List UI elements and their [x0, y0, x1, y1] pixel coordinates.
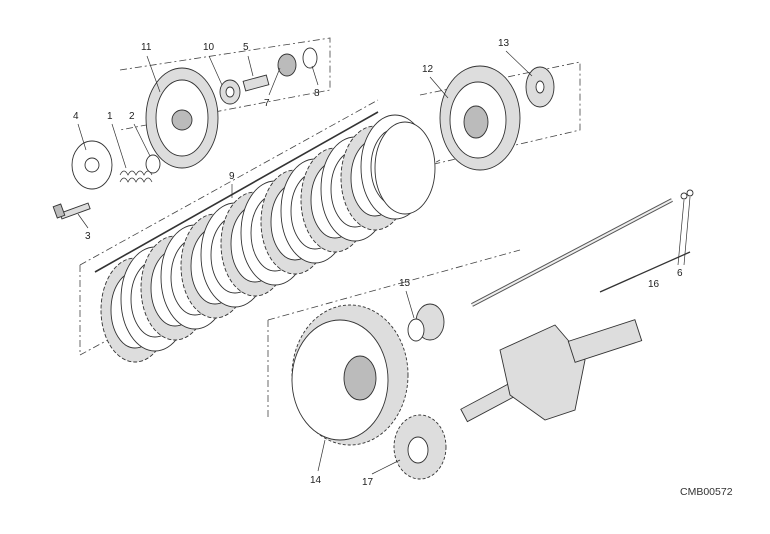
- part-ring-2: [145, 154, 161, 174]
- part-nut-7: [277, 53, 297, 77]
- callout-15: 15: [399, 278, 411, 289]
- spring-ring: [374, 121, 436, 215]
- callout-14: 14: [310, 475, 322, 486]
- part-pressure-plate-11: [145, 67, 219, 169]
- callout-1: 1: [107, 111, 113, 122]
- group-frame-housing: [267, 249, 521, 420]
- callout-11: 11: [141, 42, 152, 53]
- part-ball-6a: [680, 192, 688, 200]
- part-crankshaft: [460, 319, 643, 423]
- callout-6: 6: [677, 268, 683, 279]
- part-cover-4: [71, 140, 113, 190]
- callout-17: 17: [362, 477, 374, 488]
- part-ball-6b: [686, 189, 694, 197]
- callout-3: 3: [85, 231, 91, 242]
- part-bolt-3: [52, 202, 91, 220]
- part-pushrod-5: [242, 74, 270, 92]
- callout-9: 9: [229, 171, 235, 182]
- callout-8: 8: [314, 88, 320, 99]
- group-frame-upper: [119, 37, 331, 131]
- callout-7: 7: [264, 98, 270, 109]
- part-washer-8: [302, 47, 318, 69]
- callout-13: 13: [498, 38, 510, 49]
- callout-12: 12: [422, 64, 434, 75]
- part-bearing-10: [219, 79, 241, 105]
- callout-5: 5: [243, 42, 249, 53]
- callout-2: 2: [129, 111, 135, 122]
- part-spring-1: [119, 170, 153, 183]
- callout-16: 16: [648, 279, 660, 290]
- callout-4: 4: [73, 111, 79, 122]
- part-washer-13: [525, 66, 555, 108]
- leader-lines: [77, 50, 533, 475]
- part-clutch-plates-9: [100, 114, 436, 363]
- plates-group-line: [94, 111, 379, 273]
- part-clutch-housing-14: [291, 304, 409, 446]
- part-clutch-hub-12: [439, 65, 521, 171]
- callout-10: 10: [203, 42, 215, 53]
- part-gear-17: [393, 414, 447, 480]
- drawing-code: CMB00572: [680, 486, 733, 498]
- part-bushing-15: [407, 303, 445, 342]
